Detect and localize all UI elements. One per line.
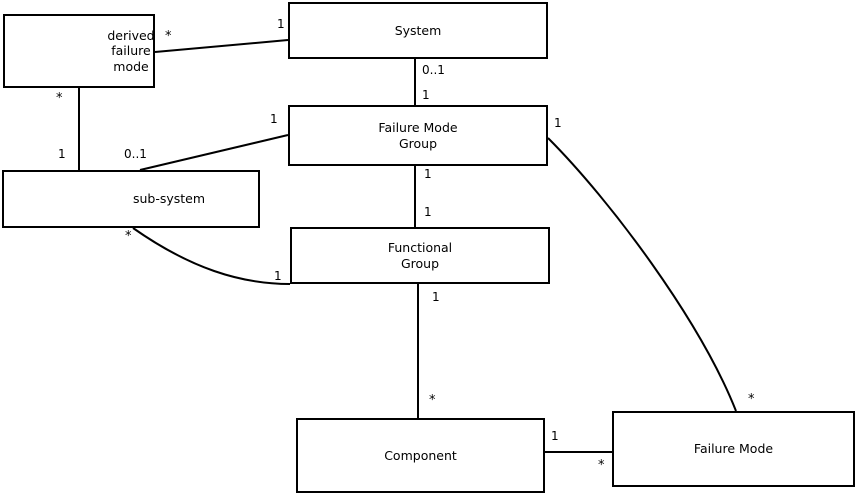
class-box-system[interactable]: System bbox=[288, 2, 548, 59]
multiplicity-label-m-fm-fmg-star: * bbox=[748, 392, 755, 407]
class-name-failure-mode-group: Failure Mode Group bbox=[378, 120, 458, 151]
association-sub-system--functional-group bbox=[132, 227, 291, 285]
class-name-sub-system: sub-system bbox=[132, 191, 206, 207]
class-box-failure-mode-group[interactable]: Failure Mode Group bbox=[288, 105, 548, 166]
class-name-functional-group: Functional Group bbox=[387, 240, 453, 271]
association-sub-system--failure-mode-group bbox=[139, 134, 289, 171]
class-name-component: Component bbox=[384, 447, 457, 463]
class-box-sub-system[interactable]: sub-system bbox=[2, 170, 260, 228]
class-box-derived-failure-mode[interactable]: derived failure mode bbox=[3, 14, 155, 88]
multiplicity-label-m-subsys-fmg-zeroone: 0..1 bbox=[124, 147, 147, 161]
multiplicity-label-m-dfm-system-star: * bbox=[165, 29, 172, 44]
multiplicity-label-m-system-dfm-one: 1 bbox=[277, 17, 285, 31]
multiplicity-label-m-subsys-fg-star: * bbox=[125, 229, 132, 244]
association-derived-failure-mode--system bbox=[154, 39, 289, 53]
class-name-derived-failure-mode: derived failure mode bbox=[107, 28, 155, 74]
class-box-component[interactable]: Component bbox=[296, 418, 545, 493]
class-name-failure-mode: Failure Mode bbox=[693, 441, 774, 457]
multiplicity-label-m-fm-comp-star: * bbox=[598, 458, 605, 473]
multiplicity-label-m-fmg-fm-one: 1 bbox=[554, 116, 562, 130]
multiplicity-label-m-fmg-subsys-one: 1 bbox=[270, 112, 278, 126]
association-failure-mode-group--failure-mode bbox=[547, 137, 737, 412]
class-box-failure-mode[interactable]: Failure Mode bbox=[612, 411, 855, 487]
multiplicity-label-m-fg-fmg-one: 1 bbox=[424, 205, 432, 219]
multiplicity-label-m-subsys-dfm-one: 1 bbox=[58, 147, 66, 161]
multiplicity-label-m-fg-subsys-one: 1 bbox=[274, 269, 282, 283]
multiplicity-label-m-comp-fg-star: * bbox=[429, 393, 436, 408]
class-name-system: System bbox=[394, 22, 442, 38]
multiplicity-label-m-fmg-system-one: 1 bbox=[422, 88, 430, 102]
multiplicity-label-m-fg-comp-one: 1 bbox=[432, 290, 440, 304]
multiplicity-label-m-system-fmg-zeroone: 0..1 bbox=[422, 63, 445, 77]
multiplicity-label-m-dfm-subsys-star: * bbox=[56, 91, 63, 106]
class-box-functional-group[interactable]: Functional Group bbox=[290, 227, 550, 284]
multiplicity-label-m-fmg-fg-one: 1 bbox=[424, 167, 432, 181]
multiplicity-label-m-comp-fm-one: 1 bbox=[551, 429, 559, 443]
